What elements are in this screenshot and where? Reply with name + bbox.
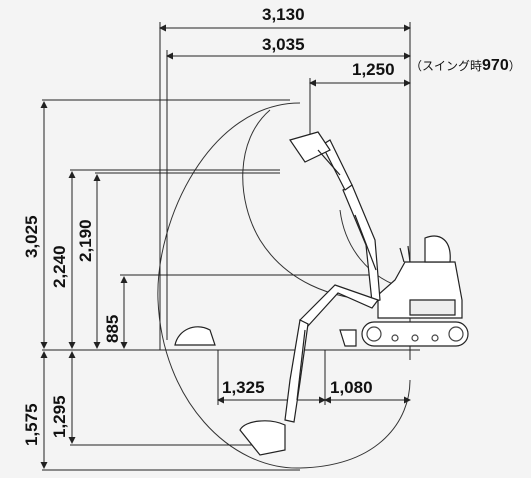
dim-vertical-wall-depth: 1,295 xyxy=(50,395,69,438)
seat xyxy=(424,235,451,263)
dim-dump-height-alt: 2,190 xyxy=(76,219,95,262)
swing-note: （スイング時970） xyxy=(410,57,521,75)
dim-bucket-right-offset: 1,080 xyxy=(330,378,373,397)
dozer-blade xyxy=(339,329,357,347)
swing-note-close: ） xyxy=(508,59,521,73)
dim-max-digging-depth: 1,575 xyxy=(22,403,41,446)
bucket-raised xyxy=(289,131,331,163)
dim-min-swing-radius: 1,250 xyxy=(352,60,395,79)
dim-overall-width: 3,130 xyxy=(262,5,305,24)
outer-envelope-arc xyxy=(157,102,411,469)
arm-lowered xyxy=(284,319,309,423)
boom-raised xyxy=(342,184,381,303)
excavator-machine xyxy=(174,131,469,456)
swing-note-value: 970 xyxy=(482,57,509,74)
dimension-lines xyxy=(40,22,420,471)
dim-max-digging-height: 3,025 xyxy=(22,215,41,258)
crawler-track xyxy=(361,321,469,347)
min-radius-arc xyxy=(339,209,396,286)
bucket-ground xyxy=(174,326,216,346)
swing-note-open: （スイング時 xyxy=(410,59,483,73)
dim-bucket-left-offset: 1,325 xyxy=(222,378,265,397)
bucket-deep xyxy=(239,420,286,456)
boom-lowered xyxy=(299,284,379,327)
dim-dump-clearance: 885 xyxy=(103,314,122,343)
dim-max-dump-height: 2,240 xyxy=(50,245,69,288)
dim-reach-ground: 3,035 xyxy=(262,35,305,54)
